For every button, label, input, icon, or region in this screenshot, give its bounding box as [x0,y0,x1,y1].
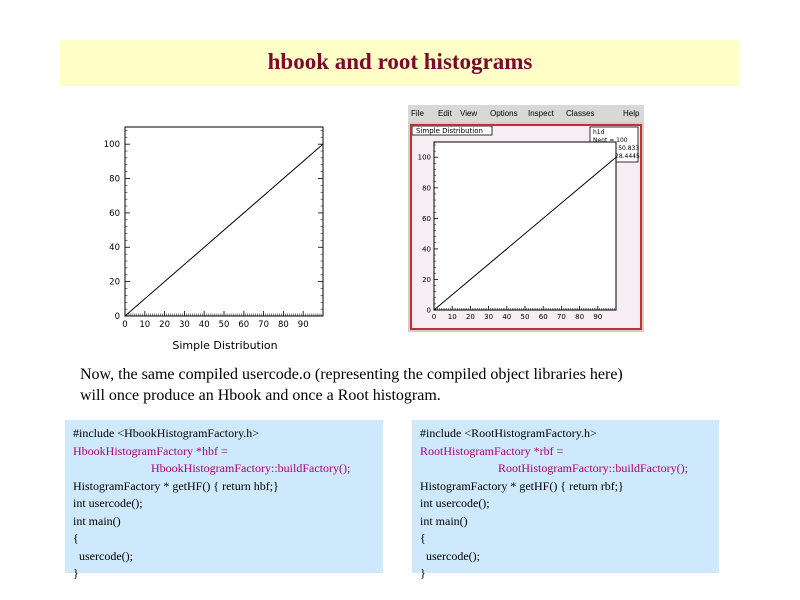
code-line: #include <HbookHistogramFactory.h> [73,426,260,440]
x-tick-label: 40 [199,320,210,330]
menu-options[interactable]: Options [490,109,518,118]
x-tick-label: 60 [539,313,548,321]
x-tick-label: 20 [466,313,475,321]
root-plot-frame [433,141,617,311]
x-tick-label: 10 [139,320,150,330]
page-title: hbook and root histograms [267,49,533,74]
x-tick-label: 90 [298,320,309,330]
menu-edit[interactable]: Edit [438,109,452,118]
y-tick-label: 20 [109,278,120,288]
caption-line-2: will once produce an Hbook and once a Ro… [80,387,441,404]
root-canvas-window: File Edit View Options Inspect Classes H… [408,105,644,332]
root-pad: Simple Distribution h1d Nent = 100 Mean … [410,124,642,330]
code-line: HbookHistogramFactory::buildFactory(); [151,461,351,475]
x-tick-label: 40 [502,313,511,321]
x-tick-label: 0 [432,313,436,321]
code-line: RootHistogramFactory::buildFactory(); [498,461,688,475]
caption-line-1: Now, the same compiled usercode.o (repre… [80,366,623,383]
x-tick-label: 80 [278,320,289,330]
code-line: int main() [420,513,468,528]
y-tick-label: 40 [109,243,120,253]
code-line: } [73,566,79,580]
root-title-box [411,125,493,136]
x-tick-label: 60 [238,320,249,330]
code-line: usercode(); [420,548,480,563]
root-code-block: #include <RootHistogramFactory.h> RootHi… [412,420,719,580]
y-tick-label: 20 [422,276,431,284]
code-line: int usercode(); [420,496,490,510]
x-tick-label: 0 [122,320,127,330]
caption: Now, the same compiled usercode.o (repre… [80,364,720,406]
root-stats-id: h1d [593,129,605,136]
hbook-code-block: #include <HbookHistogramFactory.h> Hbook… [65,420,383,580]
menu-classes[interactable]: Classes [566,109,595,118]
x-tick-label: 70 [258,320,269,330]
y-tick-label: 60 [109,209,120,219]
x-tick-label: 90 [593,313,602,321]
y-tick-label: 40 [422,245,431,253]
y-tick-label: 100 [418,154,431,162]
y-tick-label: 100 [104,140,120,150]
menu-file[interactable]: File [411,109,424,118]
code-line: RootHistogramFactory *rbf = [420,443,564,458]
hbook-xlabel: Simple Distribution [172,339,277,352]
x-tick-label: 50 [521,313,530,321]
x-tick-label: 80 [575,313,584,321]
x-tick-label: 20 [159,320,170,330]
menu-view[interactable]: View [460,109,478,118]
x-tick-label: 30 [179,320,190,330]
hbook-plot-frame [124,126,324,317]
title-banner: hbook and root histograms [60,40,740,86]
code-line: int main() [73,513,121,528]
root-menubar: File Edit View Options Inspect Classes H… [408,105,644,122]
code-line: { [420,531,426,545]
code-line: } [420,566,426,580]
code-line: HistogramFactory * getHF() { return rbf;… [420,478,624,493]
hbook-histogram: 0 10 20 30 40 50 60 70 80 90 0 20 40 60 80 100 Simple D… [104,126,324,352]
y-tick-label: 0 [115,312,120,322]
y-tick-label: 60 [422,215,431,223]
root-data-line [433,156,617,311]
menu-inspect[interactable]: Inspect [528,109,554,118]
code-line: int usercode(); [73,496,143,510]
code-line: HistogramFactory * getHF() { return hbf;… [73,478,279,493]
code-line: usercode(); [73,548,133,563]
x-tick-label: 50 [219,320,230,330]
root-histogram-title: Simple Distribution [416,127,483,135]
y-tick-label: 0 [427,306,431,314]
code-line: { [73,531,79,545]
code-line: #include <RootHistogramFactory.h> [420,426,597,440]
menu-help[interactable]: Help [623,109,640,118]
x-tick-label: 10 [448,313,457,321]
x-tick-label: 70 [557,313,566,321]
hbook-data-line [124,143,324,317]
root-histogram: Simple Distribution h1d Nent = 100 Mean … [411,125,640,321]
y-tick-label: 80 [109,175,120,185]
root-stats-entries: Nent = 100 [593,137,628,144]
code-line: HbookHistogramFactory *hbf = [73,443,228,458]
x-tick-label: 30 [484,313,493,321]
y-tick-label: 80 [422,184,431,192]
